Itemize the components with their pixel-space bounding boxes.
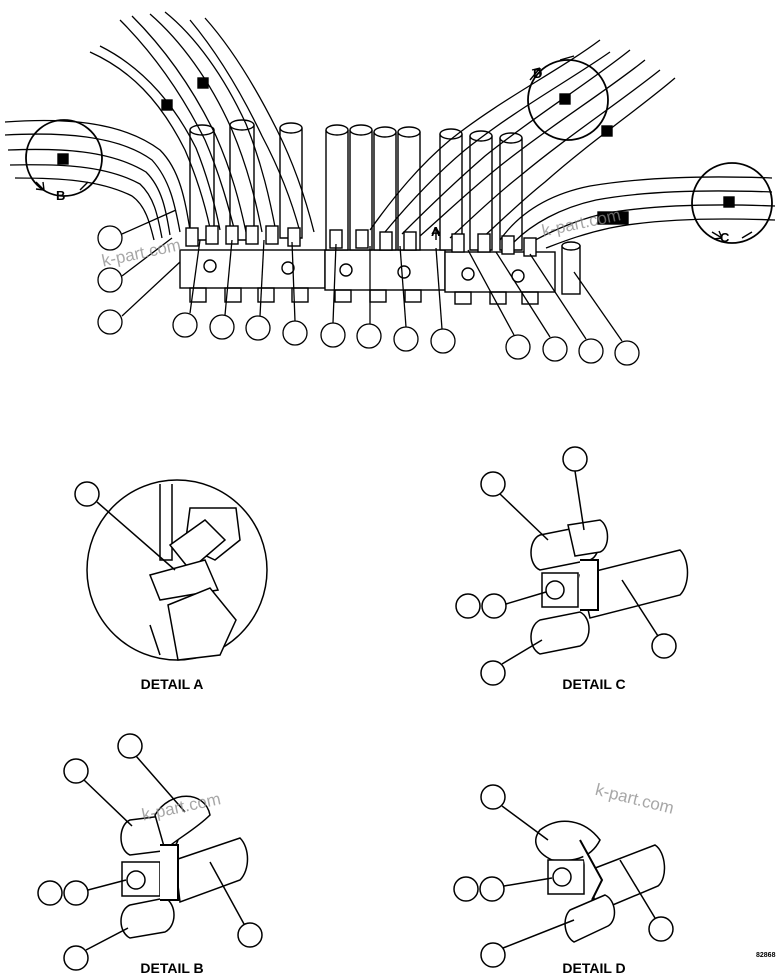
- view-letter-d: D: [533, 66, 543, 81]
- view-circle-c: [691, 162, 773, 244]
- detail-d-view: [453, 784, 674, 968]
- detail-c-view: [455, 446, 689, 686]
- main-valve-assembly-view: [4, 11, 776, 366]
- view-letter-a: A: [431, 224, 441, 239]
- detail-b-view: [37, 733, 263, 971]
- view-circle-b: [25, 119, 103, 197]
- upper-left-hose-bundle: [89, 11, 315, 233]
- valve-block-feet: [189, 287, 539, 305]
- main-view-callouts: [97, 209, 640, 366]
- hose-fittings: [185, 225, 537, 283]
- valve-block-left: [179, 249, 326, 289]
- detail-a-view: [74, 479, 268, 661]
- view-letter-c: C: [720, 230, 730, 245]
- view-circle-d: [527, 59, 609, 141]
- left-hose-bundle: [4, 119, 191, 241]
- detail-d-caption: DETAIL D: [562, 960, 626, 976]
- right-hose-bundle: [499, 176, 776, 249]
- view-arrows: [35, 55, 753, 240]
- upper-right-hose-bundle: [369, 39, 676, 241]
- hose-clamps: [57, 77, 735, 208]
- figure-number: 82868: [756, 952, 776, 959]
- detail-b-caption: DETAIL B: [140, 960, 204, 976]
- view-letter-b: B: [56, 188, 66, 203]
- detail-c-caption: DETAIL C: [562, 676, 626, 692]
- detail-a-caption: DETAIL A: [140, 676, 204, 692]
- sensor-assembly: [561, 211, 629, 295]
